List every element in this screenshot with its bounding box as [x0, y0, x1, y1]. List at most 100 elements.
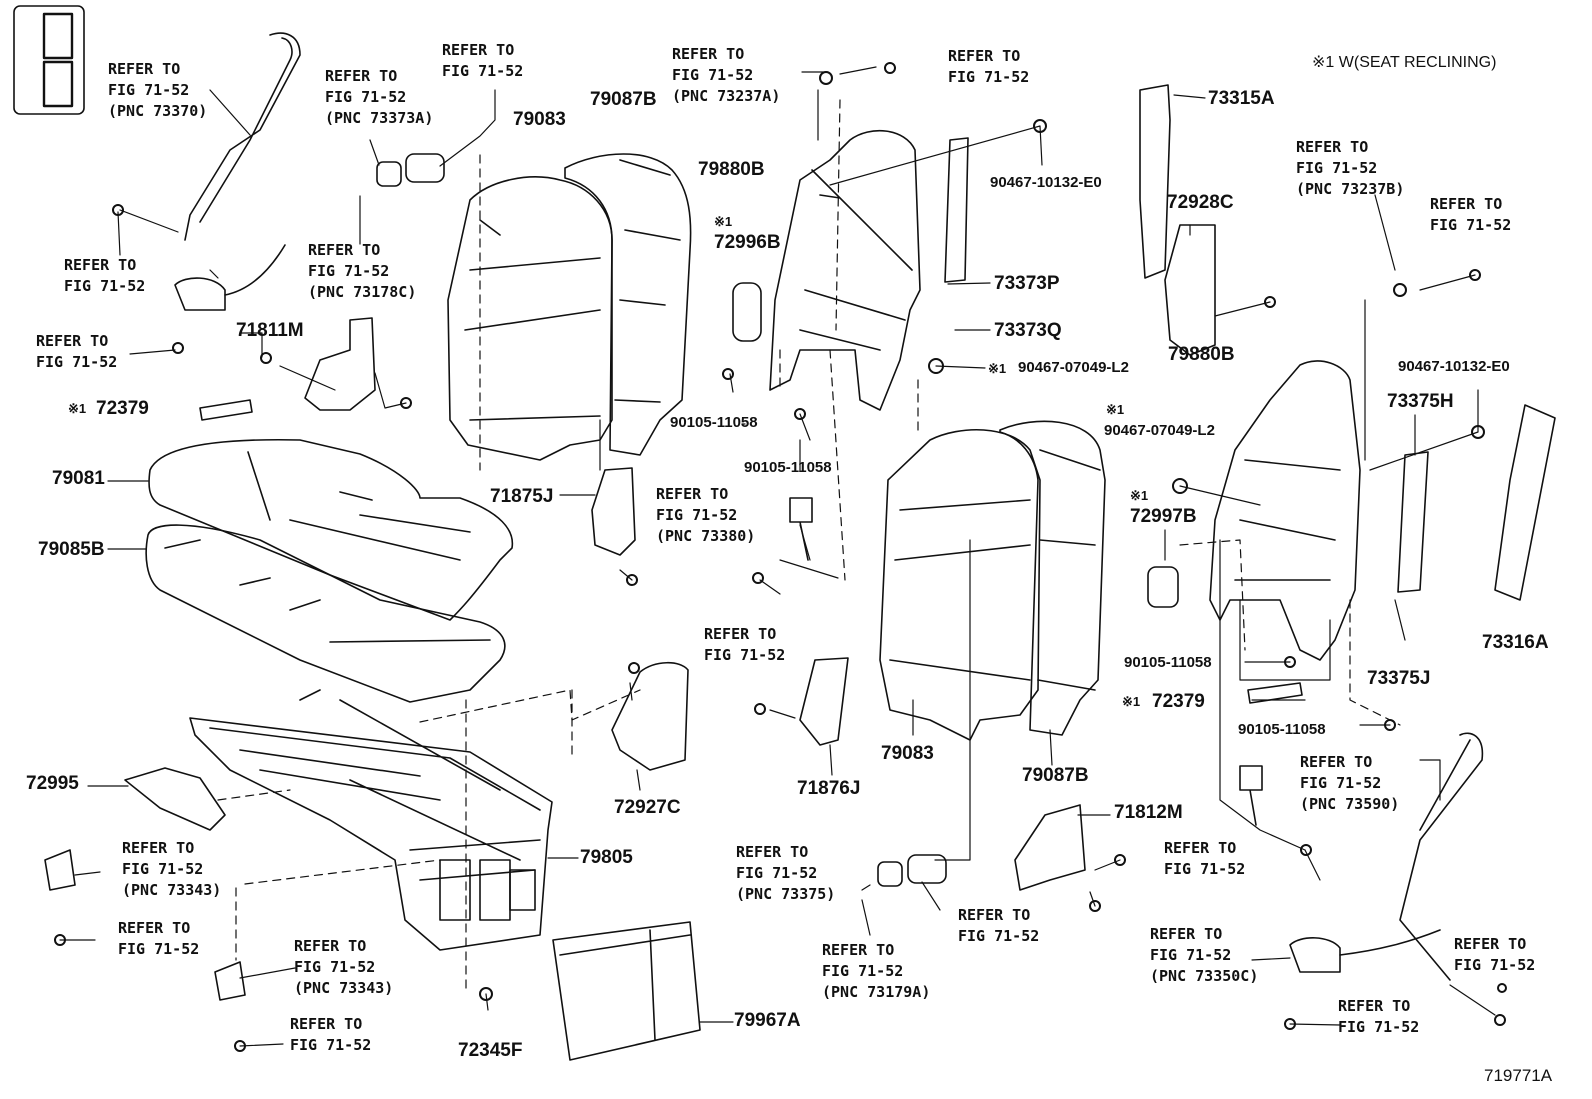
part-number: 71876J: [797, 778, 861, 799]
callout-line: (PNC 73375): [736, 885, 836, 903]
callout-refer-fig: REFER TO FIG 71-52: [948, 46, 1029, 88]
callout-line: REFER TO: [958, 906, 1031, 924]
callout-line: FIG 71-52: [36, 353, 118, 371]
callout-refer-fig: REFER TO FIG 71-52: [1430, 194, 1511, 236]
note-mark: ※1: [1106, 402, 1125, 417]
part-number: 72995: [26, 773, 79, 794]
seatback-79083-left: [447, 176, 613, 461]
callout-line: REFER TO: [308, 241, 381, 259]
callout-line: REFER TO: [1338, 997, 1411, 1015]
part-number: 73373Q: [994, 320, 1062, 341]
callout-line: (PNC 73179A): [822, 983, 931, 1001]
callout-line: (PNC 73343): [294, 979, 394, 997]
cover-71875j: [591, 467, 636, 556]
callout-line: REFER TO: [1430, 195, 1503, 213]
part-number: 73316A: [1482, 632, 1549, 653]
plate-73343: [44, 849, 246, 1001]
callout-line: REFER TO: [736, 843, 809, 861]
callout-line: FIG 71-52: [1296, 159, 1378, 177]
part-number: 79083: [881, 743, 934, 764]
callout-line: (PNC 73237B): [1296, 180, 1405, 198]
seatback-79087b-right: [999, 420, 1106, 736]
part-code: 90105-11058: [670, 414, 758, 431]
part-number: 79085B: [38, 539, 105, 560]
callout-line: REFER TO: [672, 45, 745, 63]
callout-refer-fig: REFER TO FIG 71-52: [36, 331, 117, 373]
part-code: 90467-07049-L2: [1018, 359, 1129, 376]
part-number: 71812M: [1114, 802, 1183, 823]
leader-lines: [59, 66, 1496, 1047]
part-code: 90105-11058: [1238, 721, 1326, 738]
callout-line: (PNC 73343): [122, 881, 222, 899]
cover-72927c: [611, 661, 689, 771]
callout-line: REFER TO: [1296, 138, 1369, 156]
part-number: 73375H: [1387, 391, 1454, 412]
part-number: 72345F: [458, 1040, 523, 1061]
cover-72928c: [1164, 224, 1216, 356]
part-number: 71811M: [236, 320, 304, 341]
note-mark: ※1: [1130, 488, 1149, 503]
callout-line: FIG 71-52: [442, 62, 524, 80]
part-code: 90467-10132-E0: [1398, 358, 1510, 375]
part-number: 73375J: [1367, 668, 1431, 689]
callout-line: FIG 71-52: [1338, 1018, 1420, 1036]
callout-line: (PNC 73373A): [325, 109, 434, 127]
callout-line: FIG 71-52: [958, 927, 1040, 945]
callout-line: REFER TO: [704, 625, 777, 643]
part-number: 71875J: [490, 486, 554, 507]
callout-line: REFER TO: [122, 839, 195, 857]
callout-line: REFER TO: [294, 937, 367, 955]
callout-line: (PNC 73237A): [672, 87, 781, 105]
callout-line: FIG 71-52: [672, 66, 754, 84]
callout-line: FIG 71-52: [1300, 774, 1382, 792]
callout-line: REFER TO: [36, 332, 109, 350]
callout-line: FIG 71-52: [822, 962, 904, 980]
callout-line: REFER TO: [118, 919, 191, 937]
part-number: 79083: [513, 109, 566, 130]
bracket-73373p: [944, 137, 969, 283]
callout-line: FIG 71-52: [1150, 946, 1232, 964]
callout-line: FIG 71-52: [1164, 860, 1246, 878]
callout-refer-fig: REFER TO FIG 71-52: [958, 905, 1039, 947]
callout-line: REFER TO: [325, 67, 398, 85]
legend-note: ※1 W(SEAT RECLINING): [1312, 52, 1496, 72]
part-code: 90467-07049-L2: [1104, 422, 1215, 439]
callout-line: REFER TO: [948, 47, 1021, 65]
guide-73315a: [1139, 84, 1171, 279]
bracket-73375h: [1397, 451, 1429, 593]
part-number: 79805: [580, 847, 633, 868]
callout-line: REFER TO: [1300, 753, 1373, 771]
legend-text: W(SEAT RECLINING): [1338, 54, 1497, 71]
seat-shield-72995: [124, 767, 226, 831]
cover-71811m: [304, 317, 376, 411]
part-number: 79880B: [1168, 344, 1235, 365]
cover-71876j: [799, 657, 849, 746]
callout-line: REFER TO: [656, 485, 729, 503]
note-mark: ※1: [714, 214, 733, 229]
callout-line: (PNC 73350C): [1150, 967, 1259, 985]
part-number: 72379: [96, 398, 149, 419]
callout-line: (PNC 73380): [656, 527, 756, 545]
callout-line: REFER TO: [108, 60, 181, 78]
part-number: 79081: [52, 468, 105, 489]
callout-line: FIG 71-52: [122, 860, 204, 878]
callout-refer-pnc-73237a: REFER TO FIG 71-52 (PNC 73237A): [672, 44, 780, 107]
note-mark: ※1: [1122, 694, 1141, 709]
grommets: [376, 153, 1179, 887]
part-number: 73373P: [994, 273, 1060, 294]
callout-line: FIG 71-52: [1454, 956, 1536, 974]
seatback-frame-lower: [1209, 360, 1361, 661]
callout-line: FIG 71-52: [948, 68, 1030, 86]
callout-line: FIG 71-52: [1430, 216, 1512, 234]
figure-code: 719771A: [1484, 1066, 1553, 1085]
pad-72379-left: [199, 399, 253, 421]
part-number: 79087B: [1022, 765, 1089, 786]
